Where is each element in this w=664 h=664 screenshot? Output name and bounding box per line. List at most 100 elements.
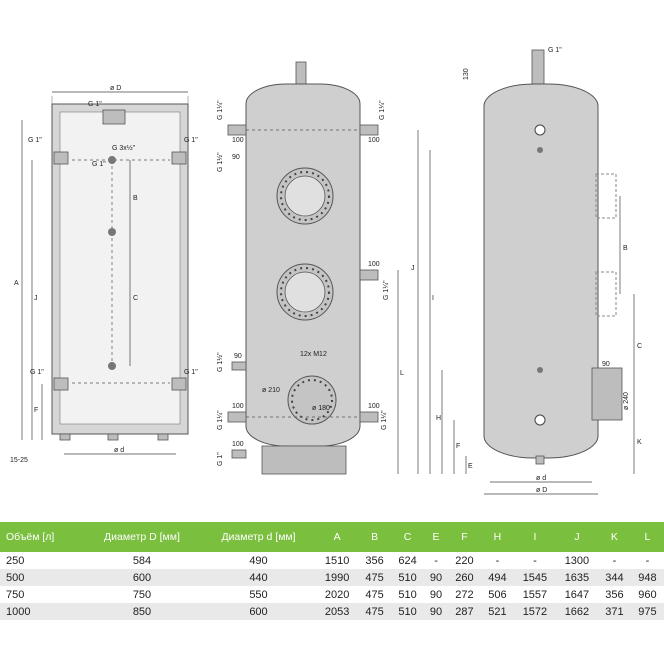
cell: 500 xyxy=(0,569,84,586)
label-inner-diameter-2: ø d xyxy=(536,475,546,482)
cell: 1510 xyxy=(324,554,350,567)
label-J-1: J xyxy=(34,295,38,302)
header-C: C xyxy=(391,522,425,552)
label-B-1: B xyxy=(133,195,138,202)
cell: 975 xyxy=(630,603,664,620)
cell: 1647 xyxy=(564,588,590,601)
header-L: L xyxy=(630,522,664,552)
cell: 1557 xyxy=(522,588,548,601)
cell: 90 xyxy=(424,569,448,586)
label-90-a: 90 xyxy=(232,154,240,161)
label-F-2: F xyxy=(456,443,460,450)
cell: 600 xyxy=(83,569,201,586)
cell: 550 xyxy=(249,588,268,601)
label-210: ø 210 xyxy=(262,387,280,394)
label-B-2: B xyxy=(623,245,628,252)
cell: 1635 xyxy=(555,569,598,586)
label-g1-top: G 1" xyxy=(88,101,102,108)
header-diameter-d: Диаметр d [мм] xyxy=(200,522,317,552)
side-view: G 1" 130 90 ø 240 B C K J I H F E ø d ø … xyxy=(411,47,642,495)
cell: 260 xyxy=(448,569,481,586)
cell: 250 xyxy=(6,554,25,567)
cell: 1572 xyxy=(513,603,556,620)
cell: 90 xyxy=(424,603,448,620)
cell: - xyxy=(495,554,500,567)
label-flange-bolts: 12x M12 xyxy=(300,351,327,358)
label-E: E xyxy=(468,463,473,470)
cell: 1662 xyxy=(555,603,598,620)
label-H: H xyxy=(436,415,441,422)
header-K: K xyxy=(597,522,631,552)
header-B: B xyxy=(358,522,392,552)
label-g114-e: G 1¼" xyxy=(381,410,388,430)
header-J: J xyxy=(555,522,598,552)
cell: 490 xyxy=(249,554,268,567)
header-E: E xyxy=(424,522,448,552)
label-g1-right-bottom: G 1" xyxy=(184,369,198,376)
label-g114-c: G 1¼" xyxy=(383,280,390,300)
cell: 850 xyxy=(83,603,201,620)
table-header-row: Объём [л] Диаметр D [мм] Диаметр d [мм] … xyxy=(0,522,664,552)
label-C-1: C xyxy=(133,295,138,302)
header-diameter-D: Диаметр D [мм] xyxy=(83,522,201,552)
label-240: ø 240 xyxy=(623,392,630,410)
label-g114-a: G 1¼" xyxy=(217,100,224,120)
label-g112-a: G 1½" xyxy=(216,152,224,172)
label-100-a: 100 xyxy=(232,137,244,144)
bottom-flange: 12x M12 ø 180 xyxy=(287,351,337,425)
section-view: ø D G 1" G 3x½" G 1" B C A J F 15-25 G 1 xyxy=(10,85,198,464)
label-g1-bottom: G 1" xyxy=(217,452,224,466)
cell: 600 xyxy=(200,603,317,620)
cell: 344 xyxy=(597,569,631,586)
header-F: F xyxy=(448,522,481,552)
label-90-side: 90 xyxy=(602,361,610,368)
label-90-b: 90 xyxy=(234,353,242,360)
cell: 494 xyxy=(480,569,514,586)
label-flange-diameter: ø 180 xyxy=(312,405,330,412)
header-I: I xyxy=(513,522,556,552)
cell: 1300 xyxy=(564,554,590,567)
label-100-c: 100 xyxy=(368,261,380,268)
label-g114-b: G 1¼" xyxy=(379,100,386,120)
cell: 624 xyxy=(398,554,417,567)
label-C-2: C xyxy=(637,343,642,350)
cell: 371 xyxy=(597,603,631,620)
label-g114-d: G 1¼" xyxy=(217,410,224,430)
label-100-f: 100 xyxy=(232,441,244,448)
label-A: A xyxy=(14,280,19,287)
cell: 750 xyxy=(6,588,25,601)
label-100-e: 100 xyxy=(368,403,380,410)
cell: 1000 xyxy=(0,603,84,620)
table-row: 250 584 490 1510 356 624 - 220 - - 1300 … xyxy=(0,552,664,569)
label-g3x: G 3x½" xyxy=(112,144,136,152)
cell: 475 xyxy=(358,603,392,620)
upper-flange xyxy=(276,167,334,225)
cell: 750 xyxy=(132,588,152,601)
label-100-b: 100 xyxy=(368,137,380,144)
table-row: 500 600 440 1990 475 510 90 260 494 1545… xyxy=(0,569,664,586)
table-row: 1000 850 600 2053 475 510 90 287 521 157… xyxy=(0,603,664,620)
cell: 2020 xyxy=(324,588,350,601)
specifications-table: Объём [л] Диаметр D [мм] Диаметр d [мм] … xyxy=(0,522,664,620)
label-F-1: F xyxy=(34,407,38,414)
label-I: I xyxy=(432,295,434,302)
cell: 287 xyxy=(448,603,481,620)
header-A: A xyxy=(316,522,359,552)
label-g1-left-bottom: G 1" xyxy=(30,369,44,376)
cell: 948 xyxy=(630,569,664,586)
cell: 1545 xyxy=(513,569,556,586)
table-row: 750 750 550 2020 475 510 90 272 506 1557… xyxy=(0,586,664,603)
cell: 440 xyxy=(200,569,317,586)
cell: 356 xyxy=(605,588,624,601)
cell: - xyxy=(645,554,650,567)
cell: 510 xyxy=(398,588,417,601)
cell: 960 xyxy=(638,588,657,601)
label-g1-inner: G 1" xyxy=(92,161,106,168)
label-g112-b: G 1½" xyxy=(216,352,224,372)
front-view: 12x M12 ø 180 ø 210 100 100 90 100 90 10… xyxy=(216,61,404,475)
cell: 584 xyxy=(132,554,152,567)
cell: 1990 xyxy=(316,569,359,586)
cell: 272 xyxy=(455,588,474,601)
label-outer-diameter-2: ø D xyxy=(536,487,547,494)
lower-flange xyxy=(276,263,334,321)
